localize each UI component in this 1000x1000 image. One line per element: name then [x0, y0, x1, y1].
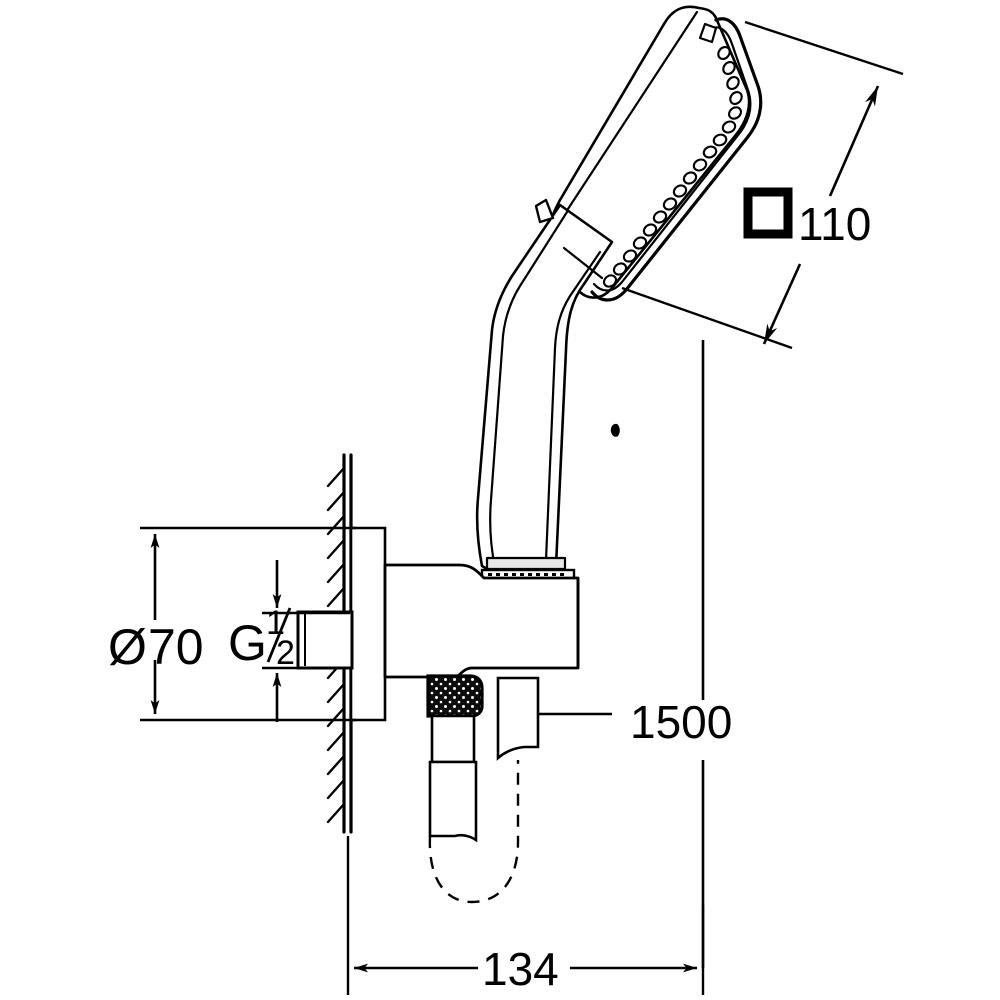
dimension-70-value: 70: [148, 619, 204, 675]
dimension-134-value: 134: [482, 943, 559, 995]
spray-nozzle-ring: [602, 45, 743, 288]
diameter-symbol-icon: Ø: [108, 619, 147, 675]
thread-fraction-denominator: 2: [276, 634, 295, 672]
dimension-1500-value: 1500: [630, 696, 732, 748]
dimension-110: [621, 20, 904, 350]
shower-holder-bracket: [383, 563, 580, 679]
dimension-diameter-70: [140, 526, 356, 722]
knurled-hose-nut: [426, 674, 484, 718]
dimension-110-label: 110: [743, 187, 871, 250]
dimension-134: [346, 836, 705, 995]
dimension-thread-g-half: [262, 560, 350, 722]
holder-cradle-leg: [496, 676, 540, 761]
thread-designation-letter: G: [228, 615, 267, 671]
dimension-thread-label: G 1 2: [228, 604, 295, 672]
square-shape-symbol-icon: [743, 187, 793, 239]
dimension-110-value: 110: [798, 198, 871, 250]
hand-shower-handle: [475, 198, 620, 576]
wall-escutcheon: [349, 526, 387, 722]
wall-outlet-thread-stub: [296, 610, 354, 670]
dimension-diameter-70-label: Ø 70: [108, 619, 204, 675]
shower-hose: [428, 714, 520, 904]
